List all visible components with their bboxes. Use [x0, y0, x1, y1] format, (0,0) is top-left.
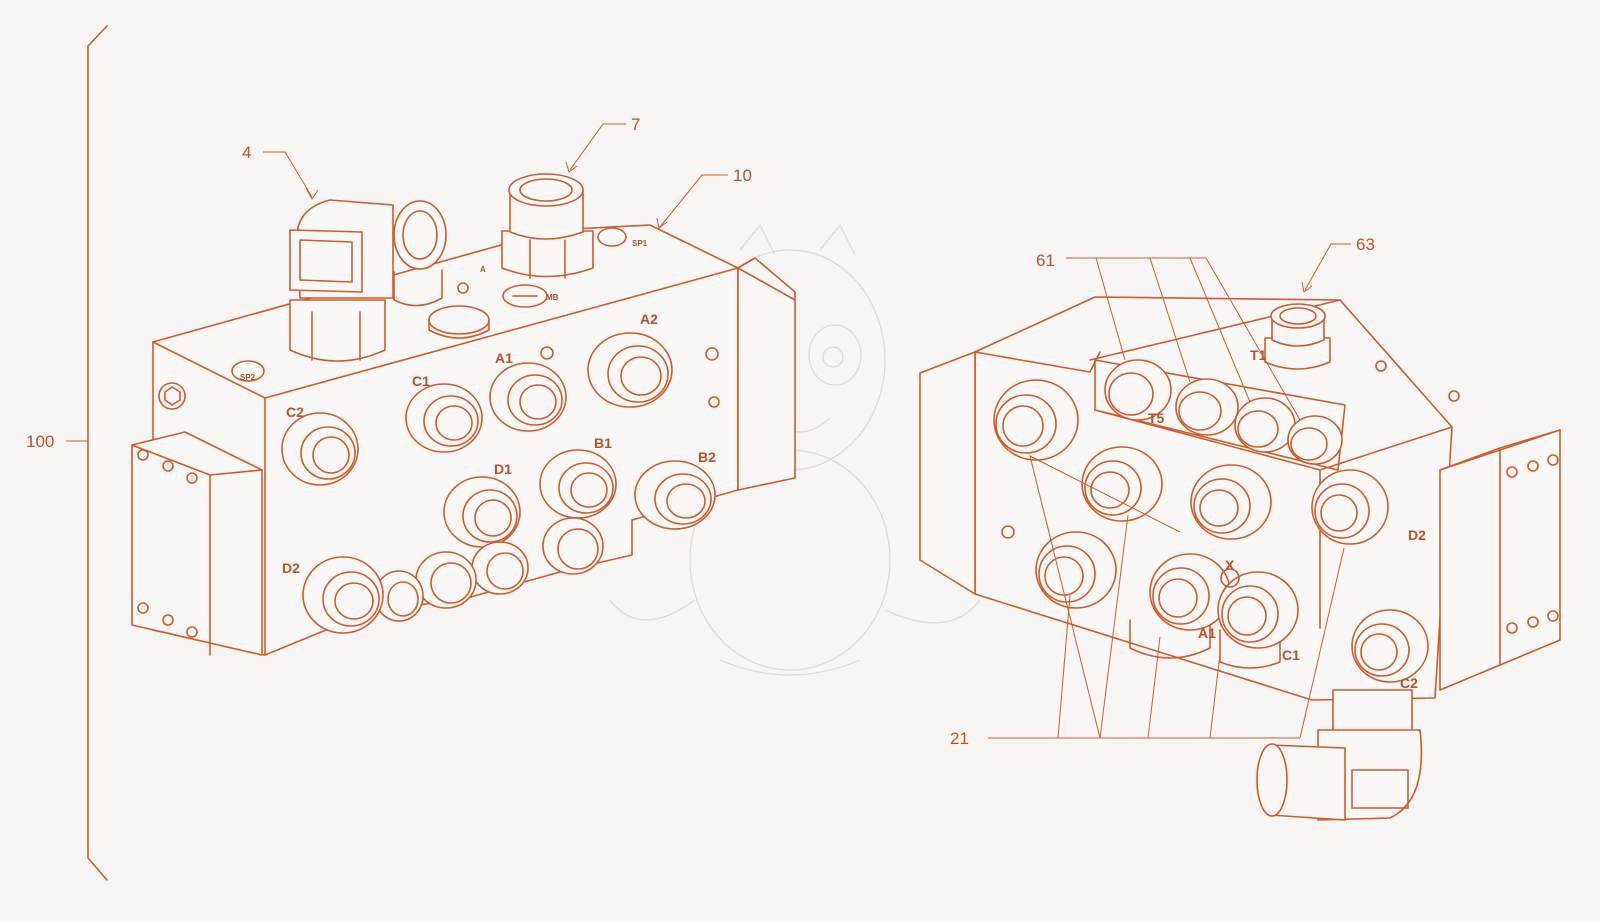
right-label-x: X — [1225, 557, 1235, 573]
port-d1 — [443, 476, 521, 548]
right-port-mid-1 — [1081, 446, 1163, 522]
elbow-fitting-4 — [289, 199, 447, 362]
right-port-c2 — [1351, 609, 1429, 683]
right-label-t5: T5 — [1148, 410, 1165, 426]
ref-7: 7 — [631, 115, 640, 134]
label-c1: C1 — [412, 373, 430, 389]
label-a2: A2 — [640, 311, 658, 327]
left-block-ports: A2 A1 C1 C2 B1 B2 D1 D2 — [281, 311, 716, 634]
port-lower-1 — [542, 517, 604, 575]
label-b2: B2 — [698, 449, 716, 465]
port-lower-4 — [374, 570, 424, 622]
right-cap-bolt-holes — [1506, 454, 1559, 634]
port-c2 — [281, 412, 359, 486]
right-port-t1-1 — [1175, 378, 1239, 436]
right-port-c1 — [1217, 571, 1299, 649]
right-port-d2 — [1311, 469, 1389, 545]
right-port-t5 — [1104, 359, 1172, 421]
ref-10: 10 — [733, 166, 752, 185]
ref-21: 21 — [950, 729, 969, 748]
right-block-ports: T1 T5 X D2 A1 C1 C2 — [993, 347, 1429, 691]
left-leaders: 4 7 10 — [242, 115, 752, 229]
port-b1 — [539, 449, 617, 519]
right-port-upper-left — [993, 379, 1079, 461]
right-top-fitting-63 — [1264, 303, 1331, 370]
label-a1: A1 — [495, 350, 513, 366]
ref-4: 4 — [242, 143, 251, 162]
port-a1 — [489, 362, 567, 432]
port-c1 — [405, 383, 483, 453]
port-lower-3 — [415, 551, 477, 609]
right-port-lower-left — [1035, 531, 1117, 609]
sp2-plug — [231, 360, 265, 382]
port-a2 — [587, 332, 673, 408]
assembly-bracket: 100 — [26, 25, 108, 881]
right-port-a1 — [1149, 553, 1231, 631]
mb-port — [502, 284, 548, 308]
ref-63: 63 — [1356, 235, 1375, 254]
sp1-plug — [597, 227, 627, 247]
ref-61: 61 — [1036, 251, 1055, 270]
right-label-c2: C2 — [1400, 675, 1418, 691]
top-fitting-7 — [501, 173, 594, 279]
label-c2: C2 — [286, 404, 304, 420]
port-d2 — [302, 556, 384, 634]
right-port-t1-2 — [1234, 397, 1296, 453]
top-cap — [428, 305, 490, 335]
label-a: A — [480, 265, 486, 274]
label-b1: B1 — [594, 435, 612, 451]
label-mb: MB — [546, 293, 559, 302]
label-d1: D1 — [494, 461, 512, 477]
left-cap-bolt-holes — [137, 449, 198, 638]
label-sp1: SP1 — [632, 239, 648, 248]
port-b2 — [634, 460, 716, 530]
port-lower-2 — [471, 541, 529, 595]
right-label-c1: C1 — [1282, 647, 1300, 663]
label-d2: D2 — [282, 560, 300, 576]
right-port-t1-3 — [1287, 415, 1343, 465]
ref-100: 100 — [26, 432, 54, 451]
right-leaders: 61 63 21 — [950, 235, 1375, 748]
label-sp2: SP2 — [240, 373, 256, 382]
right-label-d2: D2 — [1408, 527, 1426, 543]
right-label-t1: T1 — [1250, 347, 1267, 363]
right-label-a1: A1 — [1198, 625, 1216, 641]
right-port-mid-2 — [1190, 464, 1272, 540]
right-elbow-fitting — [1256, 689, 1423, 821]
